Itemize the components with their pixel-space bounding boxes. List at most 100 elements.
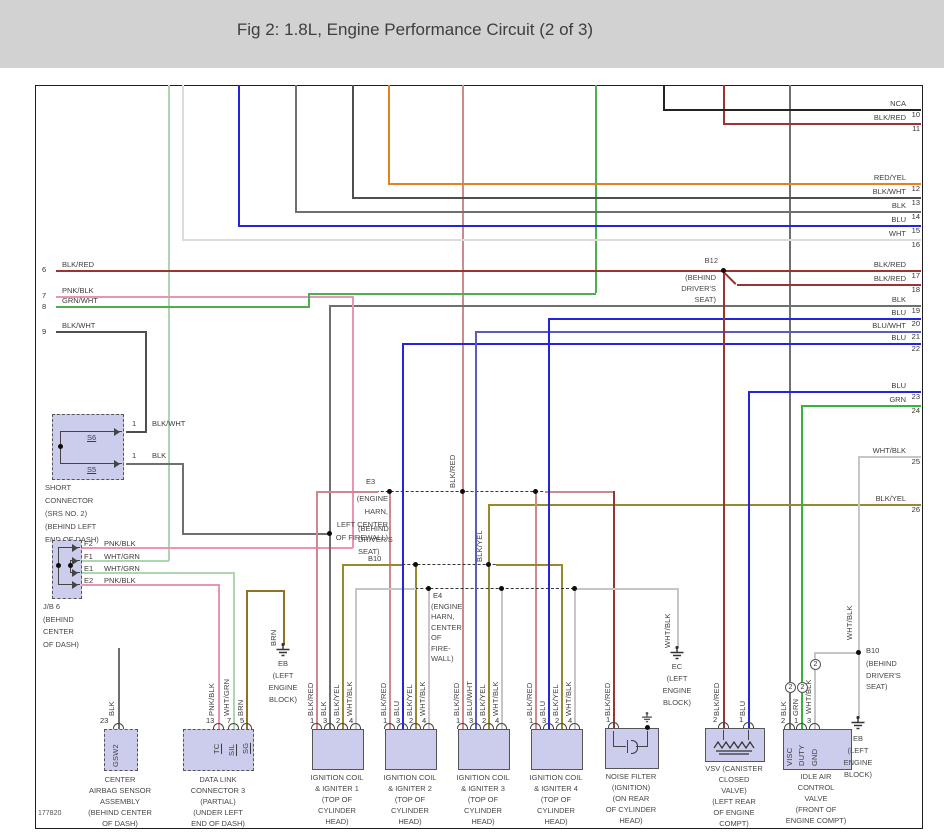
junction-location: (ENGINE HARN, LEFT CENTER OF FIREWALL) [335, 494, 388, 542]
pin-number: 1 [739, 715, 744, 724]
ground-location: (LEFT ENGINE BLOCK) [843, 746, 873, 779]
junction-id: B12 [704, 256, 718, 265]
wire-number: 19 [911, 306, 920, 315]
junction-id: E3 [366, 477, 376, 486]
ground-id: EC [671, 662, 683, 671]
wire-number: 8 [42, 302, 47, 311]
ground-id: EB [277, 659, 288, 668]
figure-title: Fig 2: 1.8L, Engine Performance Circuit … [236, 20, 594, 39]
wire-label: WHT/GRN [104, 564, 140, 573]
wire-number: 12 [911, 184, 920, 193]
pin-id: E1 [84, 564, 94, 573]
noise-filter-label: NOISE FILTER (IGNITION) (ON REAR OF CYLI… [605, 772, 657, 825]
pin-arc-icon [809, 723, 820, 729]
wire-label: BLU [392, 700, 401, 716]
jb6-internal [58, 584, 80, 586]
pin-arc-icon [608, 722, 619, 728]
connector-id: GSW2 [111, 744, 120, 767]
pin-arrow-icon [72, 581, 78, 589]
wire-blkyel-coil3-pin2 [488, 504, 490, 729]
wire-blk-14-riser [295, 85, 297, 211]
pin-number: 2 [713, 715, 718, 724]
wire-e2-row [80, 584, 218, 586]
wire-label: BRN [236, 699, 245, 716]
vsv-internal [723, 730, 725, 740]
wire-label: BLK/RED [873, 260, 906, 269]
wire-label: BLK/RED [873, 274, 906, 283]
pin-number: 1 [794, 716, 799, 725]
junction-dot [426, 586, 431, 591]
wire-grnwht-8-riser [595, 85, 597, 293]
wire-label: WHT/BLK [845, 605, 854, 640]
pin-id: VISC [785, 747, 794, 766]
pin-number: 2 [336, 716, 341, 725]
wire-number: 16 [911, 240, 920, 249]
wire-number: 24 [911, 406, 920, 415]
ground-icon [642, 712, 652, 723]
wire-label: WHT/GRN [222, 678, 231, 716]
wire-number: 25 [911, 457, 920, 466]
wire-e1-row [80, 572, 233, 574]
pin-arrow-icon [114, 428, 120, 436]
pin-number: 3 [469, 716, 474, 725]
noise-filter-internal [636, 746, 648, 748]
wire-label: BLK/RED [379, 682, 388, 717]
pin-arc-icon [569, 723, 580, 729]
wire-label: BLU [891, 215, 906, 224]
wire-b10-left-end [342, 564, 404, 566]
wire-blkred-coil2-pin1 [389, 491, 391, 729]
wire-label: BLK/YEL [332, 684, 341, 716]
wire-label: WHT/BLK [804, 679, 813, 714]
pin-arrow-icon [72, 557, 78, 565]
junction-location: (BEHIND DRIVER'S SEAT) [866, 659, 901, 691]
pin-number: 5 [240, 716, 245, 725]
wire-number: 22 [911, 344, 920, 353]
noise-filter-internal [613, 731, 615, 746]
pin-id: SIL [227, 744, 236, 756]
pin-number: 1 [606, 715, 611, 724]
pin-arc-icon [423, 723, 434, 729]
wire-label: BLK/RED [712, 682, 721, 717]
junction-dot [56, 563, 61, 568]
wire-22-blu [402, 343, 921, 345]
pin-number: 4 [568, 716, 573, 725]
ignition-coil-4-label: IGNITION COIL & IGNITER 4 (TOP OF CYLIND… [529, 773, 583, 826]
pin-number: 2 [781, 716, 786, 725]
ground-location: (LEFT ENGINE BLOCK) [268, 671, 298, 704]
srs-internal [60, 463, 122, 465]
pin-number: 3 [396, 716, 401, 725]
wire-label: BLK [107, 701, 116, 716]
pin-number: 3 [542, 716, 547, 725]
wire-blkred-vsv [723, 270, 725, 729]
wire-s5-run [182, 533, 330, 535]
wire-label: BLK/RED [452, 682, 461, 717]
wire-9-drop [145, 331, 147, 431]
wire-e3-left-end [316, 491, 378, 493]
wire-nca-10-riser [663, 85, 665, 109]
junction-dot [58, 444, 63, 449]
wire-blkred-noisefilter [613, 491, 615, 729]
junction-dot [68, 563, 73, 568]
wire-sil-drop [233, 572, 235, 729]
wire-blk-coil1-pin3 [329, 305, 331, 729]
wire-blkyel-coil4-pin2 [561, 564, 563, 729]
wire-tc-drop [218, 584, 220, 729]
pin-arc-icon [113, 723, 124, 729]
wire-19-blk [329, 305, 921, 307]
pin-arc-icon [530, 723, 541, 729]
wire-label: BLK/YEL [405, 684, 414, 716]
pin-id: GND [810, 748, 819, 766]
wire-blkwht-13-riser [352, 85, 354, 197]
pin-number: 2 [555, 716, 560, 725]
pin-arrow-icon [72, 569, 78, 577]
pin-number: 4 [495, 716, 500, 725]
vsv-internal [748, 730, 750, 740]
wire-b10-right-end [496, 564, 561, 566]
wire-label: WHT/BLK [564, 681, 573, 716]
jb6-internal [58, 547, 80, 549]
pin-arc-icon [796, 723, 807, 729]
pin-arc-icon [470, 723, 481, 729]
wire-label: BLU [738, 700, 747, 716]
wire-8-jog [308, 293, 310, 307]
wire-blkred-e3-riser [462, 85, 464, 729]
